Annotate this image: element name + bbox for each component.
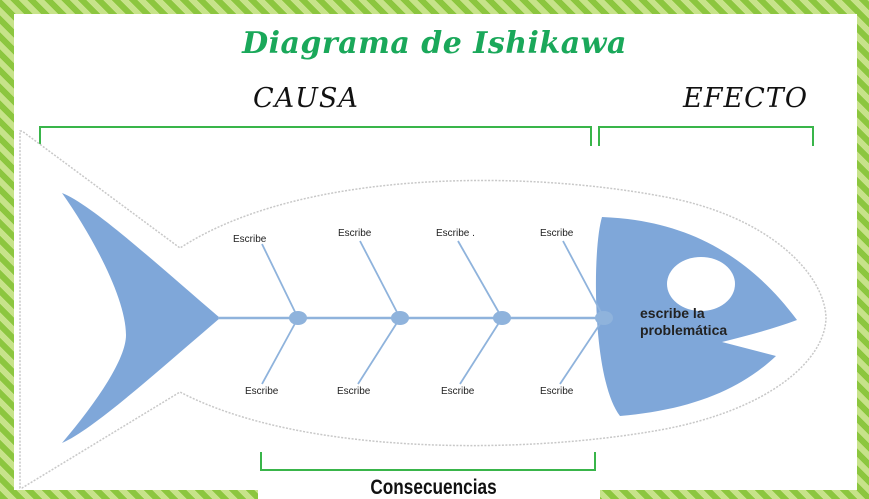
- fish-head: [595, 217, 797, 416]
- effect-bracket: [598, 126, 814, 146]
- bone-label-top-2: Escribe: [338, 228, 372, 239]
- fish-eye: [667, 257, 735, 311]
- bone-label-bottom-4: Escribe: [540, 386, 574, 397]
- bone-joint-3: [493, 311, 511, 325]
- bone-label-bottom-1: Escribe: [245, 386, 279, 397]
- bone-top-2: [359, 240, 401, 319]
- bone-bottom-3: [459, 317, 503, 385]
- bone-label-bottom-3: Escribe: [441, 386, 475, 397]
- bone-label-top-3: Escribe .: [436, 228, 475, 239]
- problem-line-1: escribe la: [640, 305, 705, 321]
- bone-top-3: [457, 240, 503, 319]
- cause-bracket: [39, 126, 592, 146]
- bone-joint-4: [595, 311, 613, 325]
- consequences-label: Consecuencias: [370, 476, 497, 499]
- bone-bottom-4: [559, 317, 605, 385]
- consequences-bracket: [260, 452, 596, 471]
- bone-bottom-1: [261, 317, 299, 385]
- bone-label-bottom-2: Escribe: [337, 386, 371, 397]
- consequences-box: [258, 474, 600, 499]
- bone-joint-1: [289, 311, 307, 325]
- cause-label: CAUSA: [253, 83, 359, 114]
- problem-label: escribe la problemática: [640, 305, 750, 339]
- effect-label: EFECTO: [683, 83, 808, 114]
- problem-line-2: problemática: [640, 322, 728, 338]
- bone-label-top-1: Escribe: [233, 234, 267, 245]
- fish-tail: [62, 193, 220, 443]
- bone-bottom-2: [357, 317, 401, 385]
- diagram-title: Diagrama de Ishikawa: [242, 26, 627, 61]
- bone-top-1: [261, 243, 299, 319]
- bone-top-4: [562, 240, 605, 319]
- bone-label-top-4: Escribe: [540, 228, 574, 239]
- bone-joint-2: [391, 311, 409, 325]
